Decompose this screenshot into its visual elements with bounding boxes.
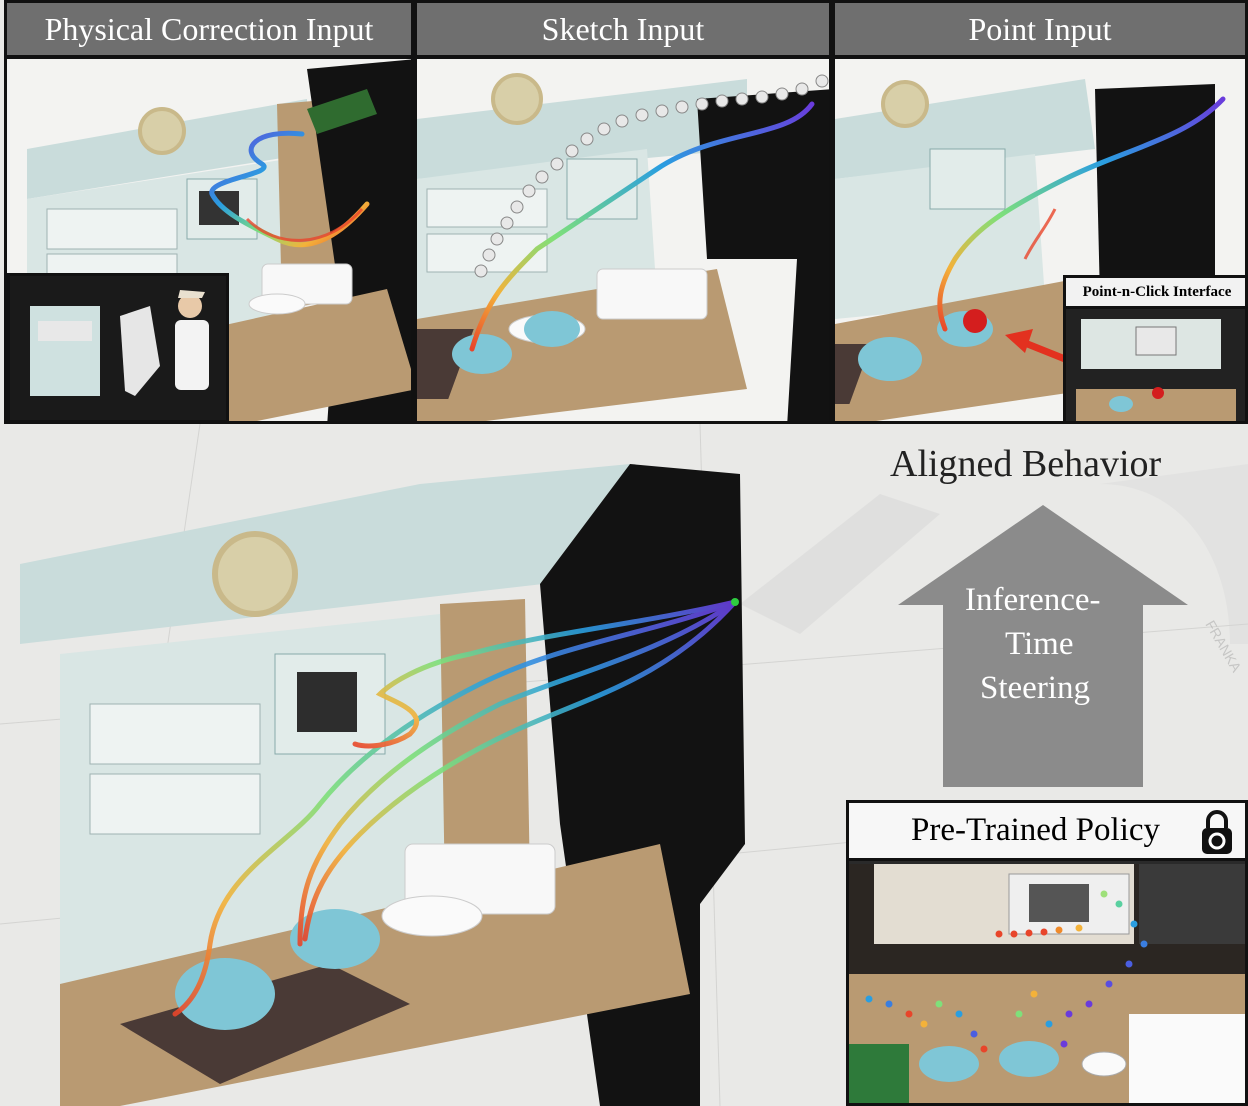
- counter: [207, 289, 411, 421]
- aligned-trajectories: [172, 599, 738, 1017]
- clock-decor: [212, 531, 298, 617]
- steering-arrow: [898, 505, 1188, 787]
- policy-sample-dots: [865, 890, 1148, 1053]
- cabinet-top: [835, 79, 1095, 179]
- clock-decor: [491, 73, 543, 125]
- pot-left: [175, 958, 275, 1030]
- sink-tray: [596, 268, 708, 320]
- clock-decor: [881, 80, 929, 128]
- shelf: [89, 703, 261, 765]
- steering-label-line2: Time: [1005, 626, 1074, 662]
- trajectory-original: [245, 208, 364, 242]
- shelf: [46, 208, 178, 250]
- panel-sketch: [414, 56, 832, 424]
- curtain: [697, 89, 829, 421]
- pot: [452, 334, 512, 374]
- sketch-waypoints: [474, 74, 829, 278]
- kitchen-scene-physical: [7, 59, 411, 421]
- cabinet-top: [20, 464, 630, 644]
- click-target[interactable]: [1152, 387, 1164, 399]
- trajectory-sketch: [469, 101, 815, 352]
- curtain: [1095, 84, 1215, 319]
- header-physical: Physical Correction Input: [4, 0, 414, 58]
- trajectory-point: [937, 96, 1226, 332]
- plate: [381, 895, 483, 937]
- pot: [1109, 396, 1133, 412]
- steering-label-line3: Steering: [980, 670, 1090, 706]
- cap: [178, 290, 205, 298]
- burner-mat: [120, 964, 410, 1084]
- lock-icon: [1202, 810, 1232, 854]
- steering-arrow-shape: [898, 505, 1188, 787]
- counter: [835, 279, 1095, 421]
- pointer-arrowhead: [1005, 329, 1033, 353]
- toy-kitchen: [30, 306, 100, 396]
- plate: [1081, 1051, 1127, 1077]
- point-n-click-interface: Point-n-Click Interface: [1063, 275, 1245, 421]
- policy-title-bar: Pre-Trained Policy: [849, 803, 1245, 861]
- photo-inset-operator: [7, 273, 229, 421]
- utensil-rack: [1139, 864, 1245, 944]
- panel-physical-correction: [4, 56, 414, 424]
- steering-label-line1: Inference-: [965, 582, 1101, 618]
- trajectory-corrected: [209, 130, 370, 248]
- toy-shelf: [38, 321, 92, 341]
- pot: [858, 337, 922, 381]
- pot: [999, 1041, 1059, 1077]
- inset-title: Point-n-Click Interface: [1066, 278, 1245, 309]
- header-sketch: Sketch Input: [414, 0, 832, 58]
- target-point-marker: [963, 309, 987, 333]
- microwave-window: [297, 672, 357, 732]
- clock-decor: [138, 107, 186, 155]
- panel-point: Point-n-Click Interface: [832, 56, 1248, 424]
- policy-title: Pre-Trained Policy: [911, 812, 1161, 848]
- aligned-behavior-label: Aligned Behavior: [890, 443, 1162, 485]
- start-point: [731, 598, 739, 606]
- pot-right: [290, 909, 380, 969]
- pot: [919, 1046, 979, 1082]
- kitchen-scene-sketch: [417, 59, 829, 421]
- microwave: [929, 148, 1006, 210]
- robot-gripper: [307, 89, 377, 134]
- header-point: Point Input: [832, 0, 1248, 58]
- plate: [248, 293, 306, 315]
- green-cushion: [849, 1044, 909, 1103]
- policy-rollout-photo: [849, 864, 1245, 1103]
- microwave-window: [1029, 884, 1089, 922]
- pretrained-policy-panel: Pre-Trained Policy: [846, 800, 1248, 1106]
- interface-photo: [1066, 309, 1245, 421]
- cabinet-top: [417, 79, 747, 179]
- person-head: [178, 294, 202, 318]
- microwave: [1135, 326, 1177, 356]
- shelf: [89, 773, 261, 835]
- header-point-label: Point Input: [968, 10, 1112, 47]
- sink-tray: [1129, 1014, 1245, 1103]
- pot: [524, 311, 580, 347]
- microwave-window: [199, 191, 239, 225]
- trajectory-original: [1023, 208, 1057, 260]
- robot-arm: [120, 306, 160, 396]
- burner-mat: [417, 329, 474, 399]
- header-sketch-label: Sketch Input: [541, 10, 705, 47]
- header-physical-label: Physical Correction Input: [44, 10, 374, 47]
- operator-photo: [10, 276, 226, 420]
- person-shirt: [175, 320, 209, 390]
